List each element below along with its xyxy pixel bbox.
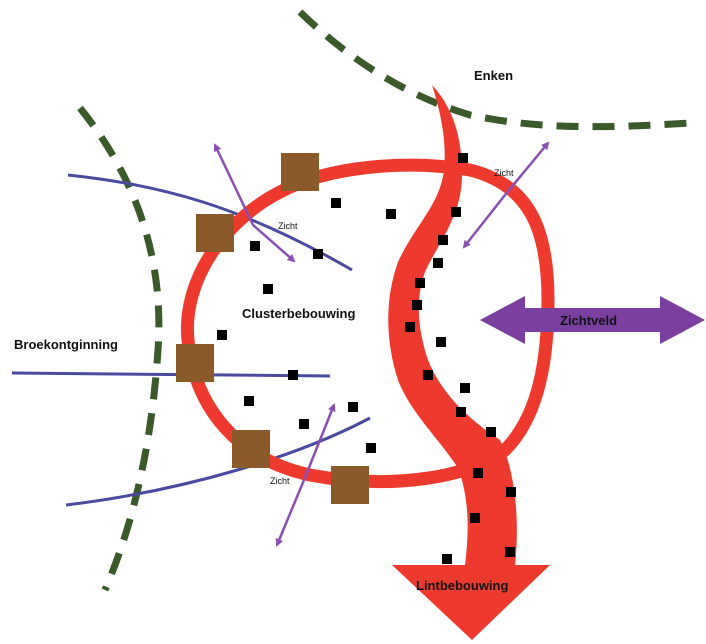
view-arrows (213, 141, 550, 547)
house-dot (244, 396, 254, 406)
label-zichtveld: Zichtveld (560, 313, 617, 328)
building-top (281, 153, 319, 191)
zichtveld-arrow (480, 296, 705, 344)
house-dot (423, 370, 433, 380)
lintbebouwing-ribbon (388, 85, 550, 640)
house-dot (505, 547, 515, 557)
label-enken: Enken (474, 68, 513, 83)
house-dot (451, 207, 461, 217)
house-dot (366, 443, 376, 453)
enken-boundary-dashed (297, 9, 691, 131)
house-dot (250, 241, 260, 251)
house-dot (506, 487, 516, 497)
blue-line-top (67, 173, 353, 272)
house-dot (456, 407, 466, 417)
label-zicht-bottom: Zicht (270, 476, 290, 486)
cluster-ring (180, 158, 555, 488)
house-dot (458, 153, 468, 163)
house-dot (438, 235, 448, 245)
label-clusterbebouwing: Clusterbebouwing (242, 306, 355, 321)
house-dot (263, 284, 273, 294)
view-arrow-bottom (302, 403, 336, 481)
house-dot (460, 383, 470, 393)
cluster-buildings (176, 153, 369, 504)
label-broekontginning: Broekontginning (14, 337, 118, 352)
house-dot (436, 337, 446, 347)
building-lower-left (232, 430, 270, 468)
house-dot (470, 513, 480, 523)
label-zicht-right: Zicht (494, 168, 514, 178)
house-dot (473, 468, 483, 478)
view-arrow-bottom-outward (275, 479, 306, 547)
view-arrow-right (504, 141, 550, 196)
view-arrow-top-left-inward (252, 224, 296, 263)
house-dot (386, 209, 396, 219)
house-dots (217, 153, 516, 564)
building-left (176, 344, 214, 382)
house-dot (433, 258, 443, 268)
view-arrow-right-inward (462, 194, 506, 249)
house-dot (348, 402, 358, 412)
house-dot (412, 300, 422, 310)
house-dot (486, 427, 496, 437)
building-upper-left (196, 214, 234, 252)
house-dot (313, 249, 323, 259)
blue-line-bottom (65, 416, 371, 507)
house-dot (405, 322, 415, 332)
blue-line-middle (11, 371, 331, 378)
view-arrow-top-left (213, 143, 255, 226)
house-dot (331, 198, 341, 208)
house-dot (442, 554, 452, 564)
house-dot (217, 330, 227, 340)
building-bottom (331, 466, 369, 504)
label-zicht-top: Zicht (278, 221, 298, 231)
house-dot (288, 370, 298, 380)
house-dot (415, 278, 425, 288)
house-dot (299, 419, 309, 429)
label-lintbebouwing: Lintbebouwing (416, 578, 508, 593)
broek-boundary-dashed (77, 105, 163, 592)
